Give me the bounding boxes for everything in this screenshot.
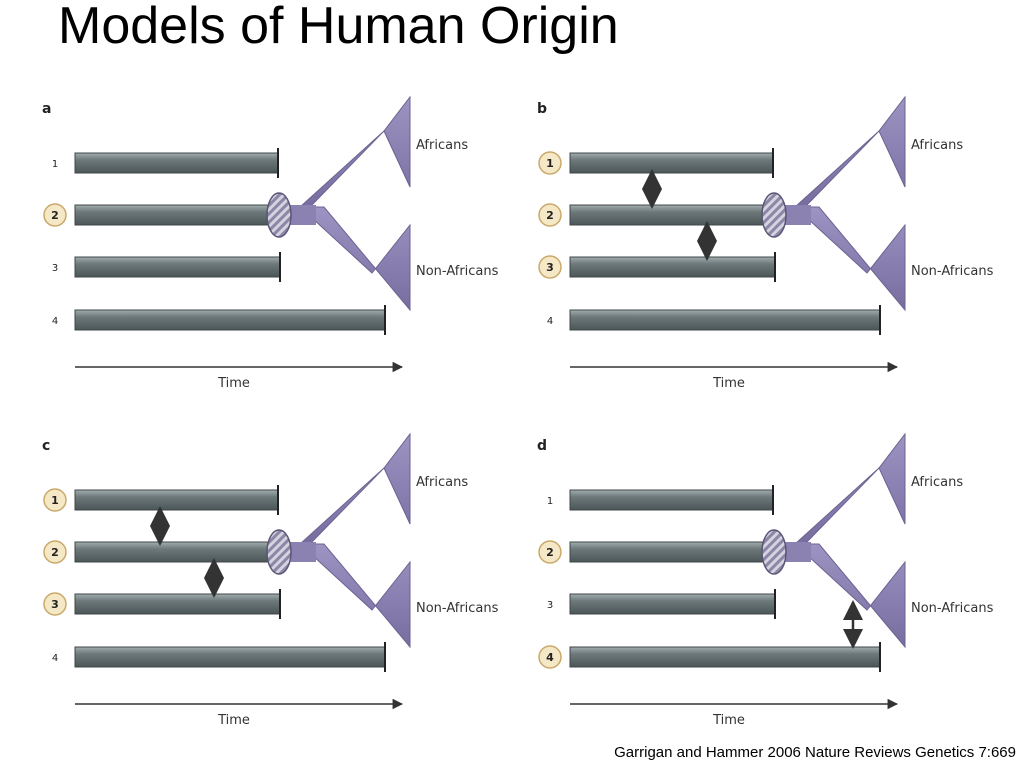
africans-cone xyxy=(298,95,411,208)
non-africans-cone xyxy=(793,206,906,312)
lineage-label-2: 2 xyxy=(546,209,554,222)
africans-label: Africans xyxy=(416,138,468,153)
lineage-bar-4 xyxy=(74,309,386,331)
lineage-label-3: 3 xyxy=(547,600,553,611)
lineage-badge xyxy=(538,255,562,279)
lineage-bar-2 xyxy=(74,541,279,563)
africans-cone xyxy=(298,432,411,545)
lineage-bar-3 xyxy=(569,593,776,615)
striped-node xyxy=(761,192,787,238)
lineage-bar-4 xyxy=(569,309,881,331)
lineage-bar-2 xyxy=(569,541,774,563)
lineage-bar-1 xyxy=(74,489,279,511)
non-africans-cone xyxy=(298,206,411,312)
lineage-label-4: 4 xyxy=(546,651,554,664)
non-africans-label: Non-Africans xyxy=(416,601,499,616)
lineage-bar-1 xyxy=(74,152,279,174)
striped-node xyxy=(266,192,292,238)
model-diagrams: a1234AfricansNon-AfricansTimeb1234Africa… xyxy=(42,95,994,728)
non-africans-cone xyxy=(298,543,411,649)
lineage-label-1: 1 xyxy=(52,159,58,170)
non-africans-label: Non-Africans xyxy=(911,264,994,279)
lineage-label-3: 3 xyxy=(51,598,59,611)
time-axis-label: Time xyxy=(217,376,250,391)
time-axis-label: Time xyxy=(712,713,745,728)
lineage-badge xyxy=(538,645,562,669)
lineage-bar-1 xyxy=(569,152,774,174)
lineage-bar-2 xyxy=(74,204,279,226)
panel-letter: b xyxy=(537,101,547,117)
slide-title: Models of Human Origin xyxy=(58,0,619,55)
time-axis-label: Time xyxy=(217,713,250,728)
lineage-label-4: 4 xyxy=(52,653,58,664)
non-africans-label: Non-Africans xyxy=(911,601,994,616)
striped-node xyxy=(266,529,292,575)
lineage-badge xyxy=(538,151,562,175)
lineage-badge xyxy=(538,540,562,564)
lineage-badge xyxy=(538,203,562,227)
africans-cone xyxy=(793,432,906,545)
non-africans-cone xyxy=(793,543,906,649)
lineage-label-1: 1 xyxy=(546,157,554,170)
lineage-bar-3 xyxy=(74,256,281,278)
lineage-bar-1 xyxy=(569,489,774,511)
lineage-label-2: 2 xyxy=(51,546,59,559)
lineage-badge xyxy=(43,540,67,564)
africans-label: Africans xyxy=(416,475,468,490)
lineage-label-2: 2 xyxy=(51,209,59,222)
lineage-label-3: 3 xyxy=(546,261,554,274)
africans-label: Africans xyxy=(911,475,963,490)
lineage-label-4: 4 xyxy=(52,316,58,327)
lineage-bar-2 xyxy=(569,204,774,226)
lineage-label-2: 2 xyxy=(546,546,554,559)
lineage-bar-3 xyxy=(74,593,281,615)
lineage-badge xyxy=(43,592,67,616)
lineage-label-1: 1 xyxy=(547,496,553,507)
lineage-label-3: 3 xyxy=(52,263,58,274)
citation: Garrigan and Hammer 2006 Nature Reviews … xyxy=(614,744,1016,761)
time-axis-label: Time xyxy=(712,376,745,391)
panel-letter: c xyxy=(42,438,50,454)
lineage-bar-4 xyxy=(74,646,386,668)
panel-letter: d xyxy=(537,438,547,454)
africans-cone xyxy=(793,95,906,208)
africans-label: Africans xyxy=(911,138,963,153)
lineage-badge xyxy=(43,203,67,227)
panel-letter: a xyxy=(42,101,51,117)
striped-node xyxy=(761,529,787,575)
lineage-label-4: 4 xyxy=(547,316,553,327)
lineage-bar-3 xyxy=(569,256,776,278)
non-africans-label: Non-Africans xyxy=(416,264,499,279)
lineage-bar-4 xyxy=(569,646,881,668)
lineage-badge xyxy=(43,488,67,512)
lineage-label-1: 1 xyxy=(51,494,59,507)
